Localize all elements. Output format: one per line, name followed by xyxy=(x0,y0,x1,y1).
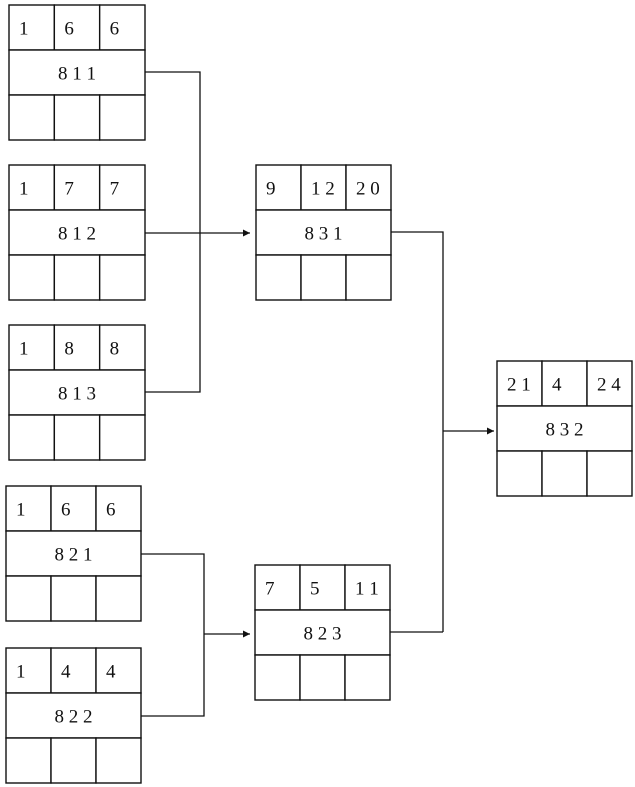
node-832-top-cell-2 xyxy=(541,360,588,407)
node-831-top-value-1: 9 xyxy=(266,179,276,200)
node-823: 7 5 1 1 8 2 3 xyxy=(254,564,391,701)
node-812-top-value-3: 7 xyxy=(110,179,120,200)
node-823-top-cell-2 xyxy=(299,564,346,611)
node-822-top-cell-3 xyxy=(95,647,142,694)
connector-813 xyxy=(145,233,201,393)
node-821-label: 8 2 1 xyxy=(55,545,93,566)
node-822-top-value-2: 4 xyxy=(61,662,71,683)
node-813: 1 8 8 8 1 3 xyxy=(8,324,146,461)
node-823-label: 8 2 3 xyxy=(304,624,342,645)
node-811-bottom-cell-1 xyxy=(8,94,56,141)
node-822-bottom-cell-3 xyxy=(95,737,142,784)
node-811-bottom-cell-2 xyxy=(53,94,101,141)
node-813-bottom-cell-1 xyxy=(8,414,56,461)
node-822-bottom-cell-1 xyxy=(5,737,52,784)
node-813-label: 8 1 3 xyxy=(58,384,96,405)
node-831-label: 8 3 1 xyxy=(305,224,343,245)
node-831-top-value-3: 2 0 xyxy=(356,179,380,200)
node-822-top-cell-2 xyxy=(50,647,97,694)
node-821-bottom-cell-2 xyxy=(50,575,97,622)
node-822-top-cell-1 xyxy=(5,647,52,694)
node-832: 2 1 4 2 4 8 3 2 xyxy=(496,360,633,497)
node-821-top-cell-3 xyxy=(95,485,142,532)
node-811-top-cell-1 xyxy=(8,4,56,51)
node-813-top-value-1: 1 xyxy=(19,339,29,360)
connector-831 xyxy=(391,231,444,632)
node-812: 1 7 7 8 1 2 xyxy=(8,164,146,301)
node-813-top-cell-1 xyxy=(8,324,56,371)
node-822: 1 4 4 8 2 2 xyxy=(5,647,142,784)
node-813-label-cell xyxy=(8,369,146,416)
node-812-top-value-1: 1 xyxy=(19,179,29,200)
node-811-top-value-2: 6 xyxy=(64,19,74,40)
node-811: 1 6 6 8 1 1 xyxy=(8,4,146,141)
connector-822 xyxy=(141,634,205,717)
node-813-bottom-cell-3 xyxy=(98,414,146,461)
node-832-bottom-cell-1 xyxy=(496,450,543,497)
node-813-top-cell-2 xyxy=(53,324,101,371)
node-831: 9 1 2 2 0 8 3 1 xyxy=(255,164,392,301)
node-823-label-cell xyxy=(254,609,391,656)
connector-811 xyxy=(145,71,201,233)
node-821-top-cell-1 xyxy=(5,485,52,532)
node-823-bottom-cell-3 xyxy=(344,654,391,701)
node-812-top-cell-1 xyxy=(8,164,56,211)
node-812-label-cell xyxy=(8,209,146,256)
node-831-label-cell xyxy=(255,209,392,256)
node-823-top-value-2: 5 xyxy=(310,579,320,600)
node-812-bottom-cell-1 xyxy=(8,254,56,301)
node-822-top-value-3: 4 xyxy=(106,662,116,683)
node-layer: 1 6 6 8 1 1 1 7 7 8 1 2 1 8 8 8 1 3 1 6 6 8 2 1 1 4 4 8 2 2… xyxy=(5,4,633,784)
connector-layer xyxy=(141,71,494,717)
node-832-top-cell-3 xyxy=(586,360,633,407)
node-813-top-value-2: 8 xyxy=(64,339,74,360)
node-811-bottom-cell-3 xyxy=(98,94,146,141)
node-811-top-cell-2 xyxy=(53,4,101,51)
node-832-top-value-2: 4 xyxy=(552,375,562,396)
node-812-label: 8 1 2 xyxy=(58,224,96,245)
node-822-bottom-cell-2 xyxy=(50,737,97,784)
node-823-top-value-3: 1 1 xyxy=(355,579,379,600)
node-821-top-value-2: 6 xyxy=(61,500,71,521)
node-832-label: 8 3 2 xyxy=(546,420,584,441)
node-821-top-cell-2 xyxy=(50,485,97,532)
node-821-top-value-3: 6 xyxy=(106,500,116,521)
node-813-top-value-3: 8 xyxy=(110,339,120,360)
node-813-bottom-cell-2 xyxy=(53,414,101,461)
node-823-bottom-cell-1 xyxy=(254,654,301,701)
node-822-label: 8 2 2 xyxy=(55,707,93,728)
node-831-bottom-cell-1 xyxy=(255,254,302,301)
node-812-bottom-cell-2 xyxy=(53,254,101,301)
node-821-bottom-cell-3 xyxy=(95,575,142,622)
node-812-top-cell-2 xyxy=(53,164,101,211)
node-831-top-cell-1 xyxy=(255,164,302,211)
node-812-top-value-2: 7 xyxy=(64,179,74,200)
node-832-top-value-1: 2 1 xyxy=(507,375,531,396)
node-823-top-cell-1 xyxy=(254,564,301,611)
node-813-top-cell-3 xyxy=(98,324,146,371)
node-811-label-cell xyxy=(8,49,146,96)
node-831-bottom-cell-3 xyxy=(345,254,392,301)
node-822-top-value-1: 1 xyxy=(16,662,26,683)
node-832-bottom-cell-3 xyxy=(586,450,633,497)
node-811-top-cell-3 xyxy=(98,4,146,51)
node-831-top-value-2: 1 2 xyxy=(311,179,335,200)
node-823-top-value-1: 7 xyxy=(265,579,275,600)
node-831-top-cell-2 xyxy=(300,164,347,211)
node-821-bottom-cell-1 xyxy=(5,575,52,622)
node-811-label: 8 1 1 xyxy=(58,64,96,85)
node-832-top-value-3: 2 4 xyxy=(597,375,621,396)
node-811-top-value-3: 6 xyxy=(110,19,120,40)
node-812-top-cell-3 xyxy=(98,164,146,211)
connector-821 xyxy=(141,553,205,634)
node-812-bottom-cell-3 xyxy=(98,254,146,301)
node-823-bottom-cell-2 xyxy=(299,654,346,701)
node-832-bottom-cell-2 xyxy=(541,450,588,497)
node-821-top-value-1: 1 xyxy=(16,500,26,521)
node-821: 1 6 6 8 2 1 xyxy=(5,485,142,622)
node-831-bottom-cell-2 xyxy=(300,254,347,301)
node-811-top-value-1: 1 xyxy=(19,19,29,40)
